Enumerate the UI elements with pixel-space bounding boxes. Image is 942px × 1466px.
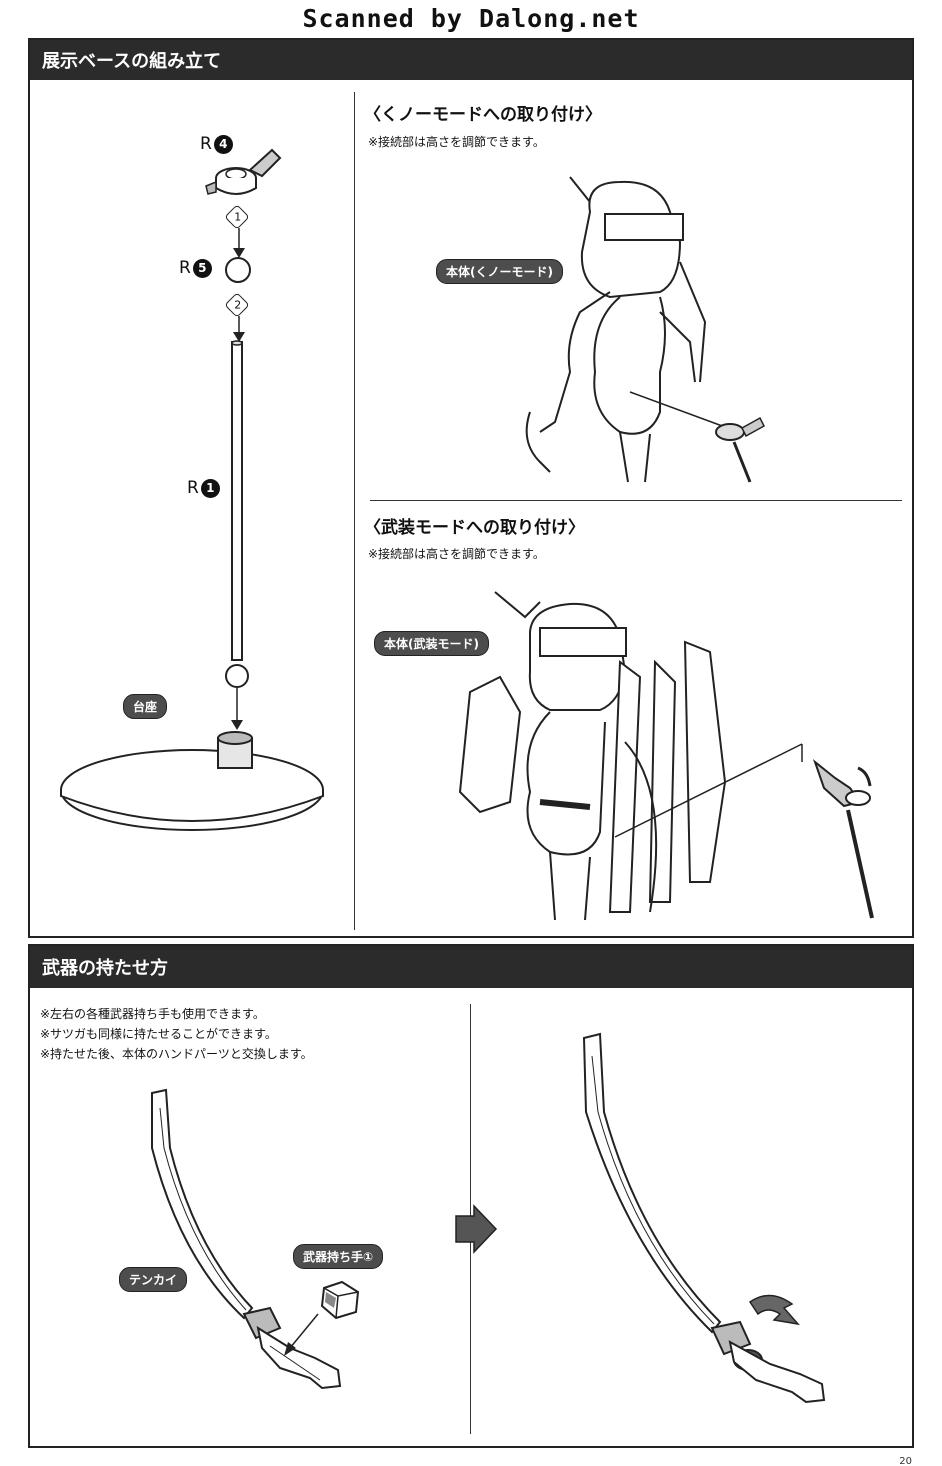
armed-figure-illustration — [458, 591, 874, 921]
arrow-icon — [284, 1313, 319, 1356]
joint-part-illustration — [205, 148, 282, 195]
page-number: 20 — [899, 1456, 912, 1466]
arrow-down-icon — [233, 316, 245, 342]
sword-with-hand-illustration — [582, 1032, 826, 1404]
weapon-holding-section: 武器の持たせ方 — [28, 944, 914, 1448]
section-title: 展示ベースの組み立て — [42, 51, 222, 72]
sword-illustration — [151, 1088, 342, 1390]
weapon-note-2: ※サツガも同様に持たせることができます。 — [40, 1027, 277, 1041]
ball-joint-illustration — [225, 257, 251, 283]
section-header: 武器の持たせ方 — [30, 946, 912, 988]
armed-mode-note: ※接続部は高さを調節できます。 — [368, 547, 545, 561]
armed-body-label: 本体(武装モード) — [374, 631, 489, 656]
row-divider — [370, 500, 902, 501]
next-step-arrow-icon — [455, 1204, 498, 1254]
arrow-down-icon — [231, 688, 243, 730]
hand-part-illustration — [320, 1280, 360, 1320]
kunoichi-mode-note: ※接続部は高さを調節できます。 — [368, 135, 545, 149]
column-divider — [354, 92, 355, 930]
arrow-down-icon — [233, 228, 245, 258]
base-label: 台座 — [123, 694, 168, 719]
weapon-name-label: テンカイ — [119, 1267, 188, 1292]
section-header: 展示ベースの組み立て — [30, 40, 912, 80]
kunoichi-body-label: 本体(くノーモード) — [436, 259, 563, 284]
weapon-note-3: ※持たせた後、本体のハンドパーツと交換します。 — [40, 1047, 313, 1061]
kunoichi-mode-heading: 〈くノーモードへの取り付け〉 — [364, 105, 602, 125]
kunoichi-figure-illustration — [525, 176, 765, 483]
hand-part-label: 武器持ち手① — [293, 1244, 384, 1269]
weapon-note-1: ※左右の各種武器持ち手も使用できます。 — [40, 1007, 265, 1021]
stand-pole-illustration — [225, 340, 249, 688]
stand-base-illustration — [60, 731, 324, 831]
armed-mode-heading: 〈武装モードへの取り付け〉 — [364, 518, 585, 538]
scan-watermark: Scanned by Dalong.net — [302, 4, 640, 33]
section-title: 武器の持たせ方 — [42, 958, 168, 979]
